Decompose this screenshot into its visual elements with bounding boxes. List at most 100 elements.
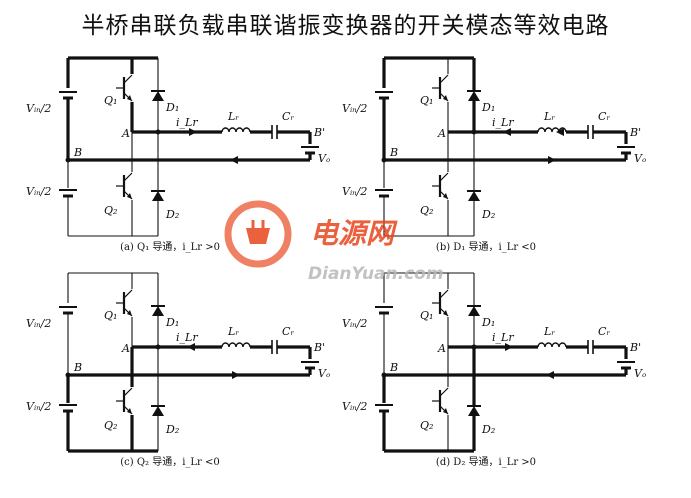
diode-icon-d2: [467, 190, 481, 201]
label-q1: Q₁: [420, 309, 433, 322]
label-ilr: i_Lr: [492, 116, 514, 129]
transistor-icon-q2: [432, 387, 449, 415]
label-d2: D₂: [481, 208, 495, 221]
label-d1: D₁: [481, 316, 495, 329]
label-d1: D₁: [165, 316, 179, 329]
label-lr: Lᵣ: [543, 325, 555, 338]
watermark-en: DianYuan.com: [308, 264, 444, 284]
label-vin-top: Vᵢₙ/2: [26, 102, 51, 115]
label-cr: Cᵣ: [282, 110, 294, 123]
label-vin-top: Vᵢₙ/2: [342, 317, 367, 330]
label-lr: Lᵣ: [227, 325, 239, 338]
node-a-dot: [471, 344, 477, 350]
current-arrow: [505, 343, 513, 351]
label-node-a: A: [121, 127, 130, 140]
label-vo: Vₒ: [318, 367, 330, 380]
label-lr: Lᵣ: [227, 110, 239, 123]
current-arrow: [189, 128, 197, 136]
label-q2: Q₂: [104, 204, 117, 217]
inductor-icon-lr: [221, 342, 251, 348]
diode-icon-d2: [467, 405, 481, 416]
label-q2: Q₂: [104, 419, 117, 432]
transistor-icon-q2: [116, 387, 133, 415]
current-arrow: [546, 371, 554, 379]
current-arrow: [503, 128, 511, 136]
label-node-a: A: [437, 342, 446, 355]
label-vin-bottom: Vᵢₙ/2: [26, 400, 51, 413]
label-d2: D₂: [165, 423, 179, 436]
current-arrow: [548, 156, 556, 164]
label-node-a: A: [437, 127, 446, 140]
diode-icon-d1: [151, 305, 165, 316]
transistor-icon-q1: [432, 74, 449, 102]
label-d2: D₂: [481, 423, 495, 436]
label-node-b: B: [389, 361, 398, 374]
label-vo: Vₒ: [634, 152, 646, 165]
label-vo: Vₒ: [318, 152, 330, 165]
diagram-title: 半桥串联负载串联谐振变换器的开关模态等效电路: [81, 13, 610, 39]
diode-icon-d2: [151, 190, 165, 201]
inductor-icon-lr: [537, 342, 567, 348]
label-q2: Q₂: [420, 419, 433, 432]
transistor-icon-q1: [116, 289, 133, 317]
label-ilr: i_Lr: [176, 331, 198, 344]
label-q1: Q₁: [104, 94, 117, 107]
transistor-icon-q2: [432, 172, 449, 200]
node-b-dot: [381, 372, 387, 378]
label-vin-top: Vᵢₙ/2: [342, 102, 367, 115]
inductor-icon-lr: [537, 127, 567, 133]
label-lr: Lᵣ: [543, 110, 555, 123]
label-d1: D₁: [165, 101, 179, 114]
label-node-b: B: [73, 361, 82, 374]
label-d2: D₂: [165, 208, 179, 221]
label-vin-bottom: Vᵢₙ/2: [342, 400, 367, 413]
transistor-icon-q1: [432, 289, 449, 317]
node-b-dot: [65, 372, 71, 378]
node-b-dot: [381, 157, 387, 163]
node-a-dot: [155, 129, 161, 135]
label-node-bprime: B': [313, 341, 325, 354]
label-node-b: B: [389, 146, 398, 159]
current-arrow: [232, 371, 240, 379]
node-a-dot: [155, 344, 161, 350]
panel-caption: (b) D₁ 导通，i_Lr <0: [436, 241, 536, 253]
diode-icon-d1: [467, 305, 481, 316]
watermark: 电源网 DianYuan.com: [224, 200, 444, 284]
diode-icon-d1: [151, 90, 165, 101]
label-q1: Q₁: [420, 94, 433, 107]
transistor-icon-q2: [116, 172, 133, 200]
label-vin-bottom: Vᵢₙ/2: [342, 185, 367, 198]
label-cr: Cᵣ: [598, 110, 610, 123]
label-q2: Q₂: [420, 204, 433, 217]
label-vo: Vₒ: [634, 367, 646, 380]
label-node-bprime: B': [629, 341, 641, 354]
label-d1: D₁: [481, 101, 495, 114]
watermark-cn: 电源网: [310, 217, 398, 250]
label-node-a: A: [121, 342, 130, 355]
panel-caption: (a) Q₁ 导通，i_Lr >0: [120, 241, 220, 253]
node-b-dot: [65, 157, 71, 163]
diode-icon-d2: [151, 405, 165, 416]
label-node-bprime: B': [313, 126, 325, 139]
label-node-b: B: [73, 146, 82, 159]
current-arrow: [556, 128, 564, 136]
label-ilr: i_Lr: [492, 331, 514, 344]
diode-icon-d1: [467, 90, 481, 101]
label-ilr: i_Lr: [176, 116, 198, 129]
panel-caption: (c) Q₂ 导通，i_Lr <0: [120, 456, 220, 468]
label-vin-top: Vᵢₙ/2: [26, 317, 51, 330]
transistor-icon-q1: [116, 74, 133, 102]
plug-logo-icon: [246, 228, 270, 244]
node-a-dot: [471, 129, 477, 135]
label-vin-bottom: Vᵢₙ/2: [26, 185, 51, 198]
label-node-bprime: B': [629, 126, 641, 139]
current-arrow: [230, 156, 238, 164]
label-q1: Q₁: [104, 309, 117, 322]
label-cr: Cᵣ: [598, 325, 610, 338]
current-arrow: [187, 343, 195, 351]
